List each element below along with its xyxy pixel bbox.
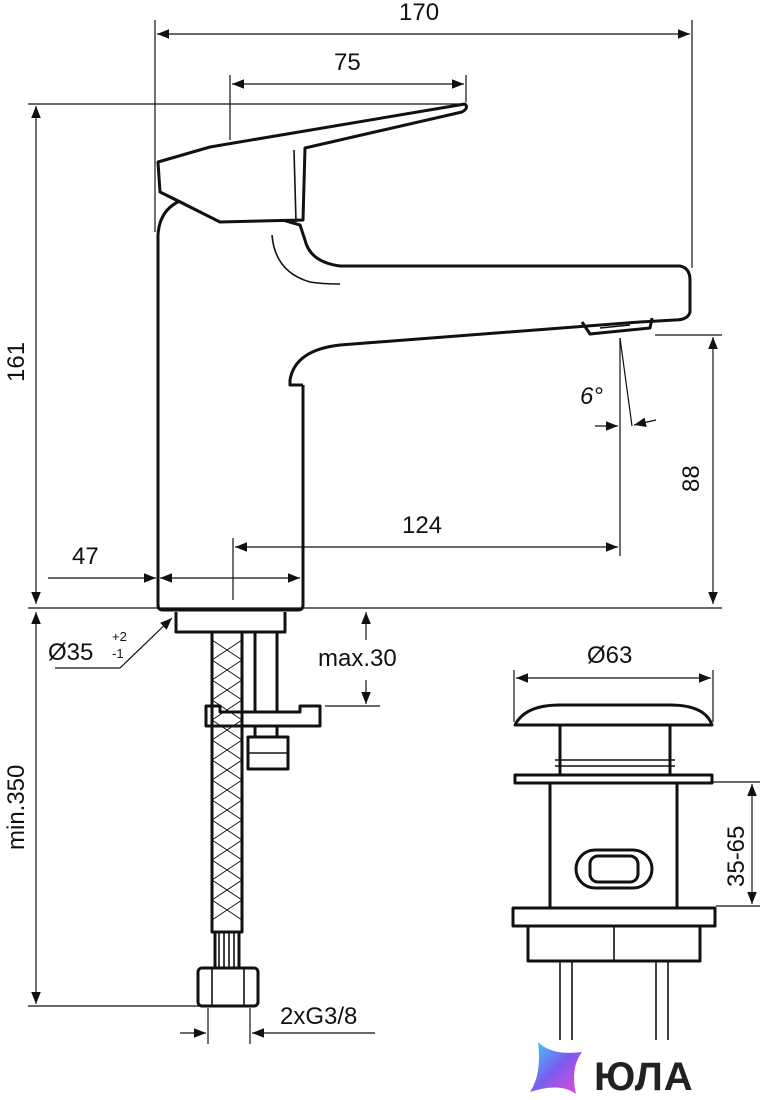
dim-75-label: 75: [334, 49, 361, 76]
dim-d63-label: Ø63: [587, 642, 632, 669]
installation-parts: [196, 630, 322, 1008]
brand-logo: ЮЛА: [530, 1042, 694, 1099]
dim-max30-label: max.30: [318, 645, 397, 672]
dimension-lines: [28, 20, 760, 1044]
faucet-body: [156, 102, 692, 634]
waste-valve: [511, 703, 717, 1040]
dim-170-label: 170: [399, 0, 439, 26]
dim-35-65-label: 35-65: [723, 826, 750, 887]
dim-g38-label: 2xG3/8: [280, 1003, 357, 1030]
dim-161-label: 161: [3, 342, 30, 382]
brand-name: ЮЛА: [594, 1055, 694, 1099]
dim-tol-plus: +2: [112, 629, 127, 644]
dim-min350-label: min.350: [3, 765, 30, 850]
dim-47-label: 47: [72, 543, 99, 570]
dim-tol-minus: -1: [112, 646, 124, 661]
dim-6deg-label: 6°: [580, 383, 603, 410]
dim-88-label: 88: [678, 465, 705, 492]
logo-star-icon: [530, 1042, 582, 1094]
dim-124-label: 124: [402, 512, 442, 539]
dim-d35-label: Ø35: [48, 639, 93, 666]
